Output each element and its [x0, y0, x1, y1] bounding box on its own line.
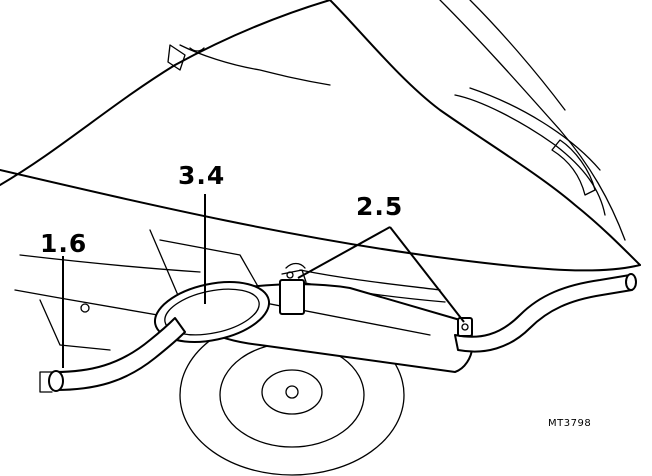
leader-2-5-b	[389, 226, 465, 323]
figure-reference: MT3798	[548, 418, 591, 429]
outlet-pipe	[454, 273, 637, 353]
label-tail-pipe: 1.6	[40, 229, 87, 258]
rear-bumper	[454, 87, 606, 216]
label-mountings: 2.5	[356, 192, 403, 221]
mounting-bracket-rear	[457, 317, 473, 337]
mounting-bracket-front	[279, 262, 307, 315]
leader-2-5-a	[297, 226, 391, 279]
oval-silencer	[153, 281, 271, 343]
label-silencer: 3.4	[178, 161, 225, 190]
exhaust-pipe	[39, 317, 186, 393]
car-body-outline	[0, 0, 641, 272]
